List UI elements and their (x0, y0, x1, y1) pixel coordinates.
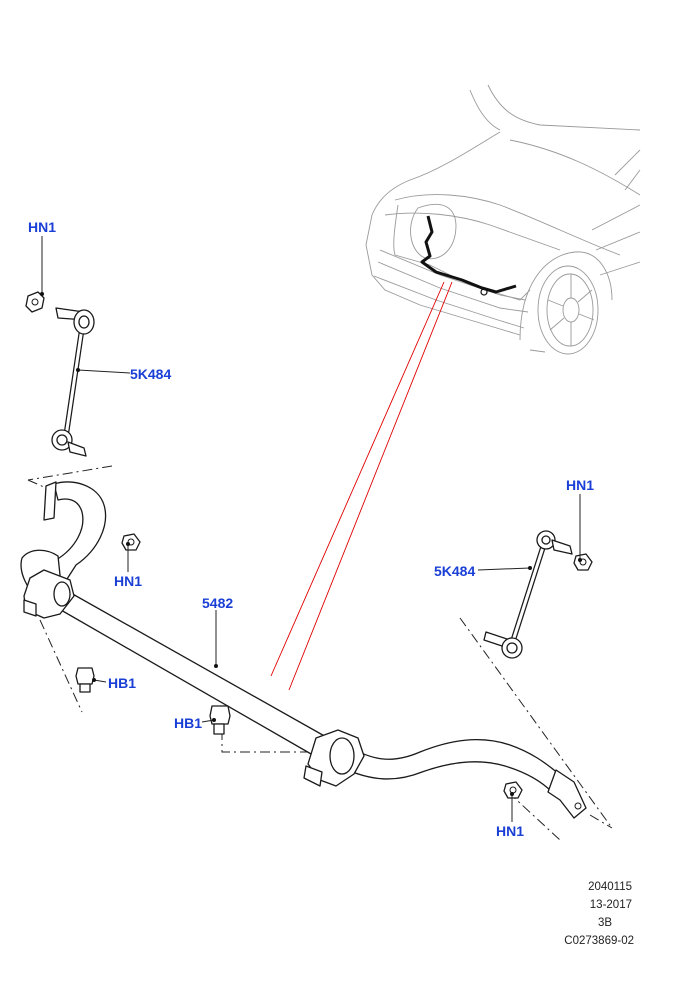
callout-5k484-right: 5K484 (434, 563, 475, 579)
nut-hn1-left (25, 291, 45, 313)
callout-hn1-bottom: HN1 (496, 823, 524, 839)
callout-5k484-left: 5K484 (130, 366, 171, 382)
red-leader-lines (270, 281, 453, 691)
reference-line-3: 3B (598, 917, 612, 929)
callout-leaders (40, 236, 582, 822)
callout-hb1-left: HB1 (108, 675, 136, 691)
drop-link-left (51, 307, 95, 457)
nut-hn1-right (573, 553, 593, 571)
callout-hn1-left: HN1 (28, 219, 56, 235)
bolt-hb1-left (75, 667, 95, 693)
stabilizer-bar (20, 481, 587, 819)
reference-line-2: 13-2017 (590, 899, 632, 911)
callout-hn1-bar: HN1 (114, 573, 142, 589)
nut-hn1-bar (121, 533, 141, 551)
callout-5482: 5482 (202, 595, 233, 611)
vehicle-overview (365, 84, 641, 355)
alignment-lines (27, 465, 613, 841)
callout-hb1-center: HB1 (174, 715, 202, 731)
reference-line-1: 2040115 (588, 881, 632, 893)
nut-hn1-bottom (503, 781, 523, 799)
callout-hn1-right: HN1 (566, 477, 594, 493)
drop-link-right (483, 530, 573, 659)
reference-line-4: C0273869-02 (564, 935, 634, 947)
reference-block: 2040115 13-2017 3B C0273869-02 (564, 881, 634, 947)
vehicle-stabilizer-highlight (420, 215, 517, 294)
